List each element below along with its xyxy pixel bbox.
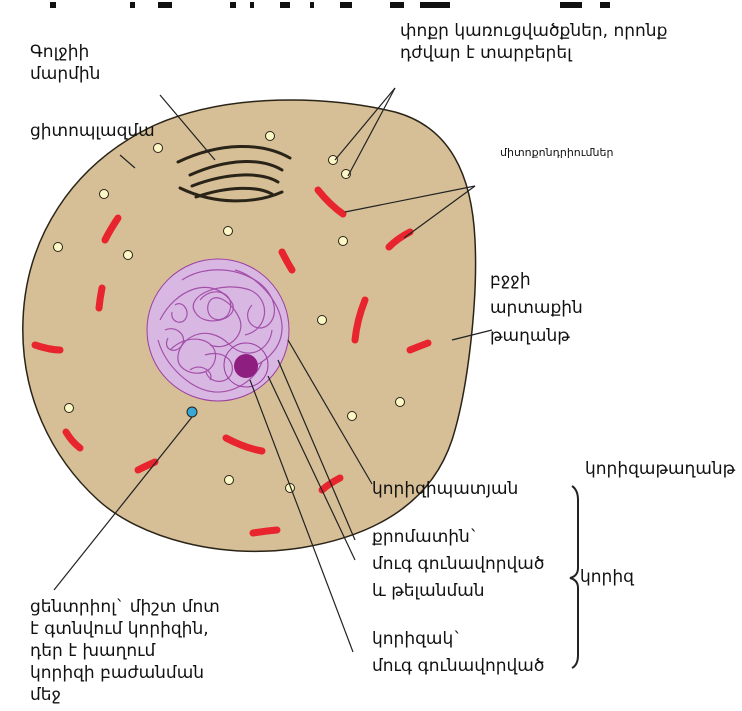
granule: [65, 404, 74, 413]
nucleus-brace: [570, 486, 578, 668]
centriole: [187, 407, 197, 417]
mitochondrion: [99, 288, 102, 308]
label-small-structures: փոքր կառուցվածքներ, որոնք դժվար է տարբեր…: [400, 20, 667, 64]
granule: [225, 476, 234, 485]
mitochondrion: [253, 530, 277, 533]
granule: [329, 156, 338, 165]
granule: [348, 412, 357, 421]
label-nucleus: կորիզ: [580, 566, 634, 588]
label-nuclear-wall: կորիզիպատյան: [372, 478, 518, 500]
granule: [266, 132, 275, 141]
granule: [224, 227, 233, 236]
label-nucleolus: կորիզակ` մուգ գունավորված: [372, 626, 544, 680]
granule: [339, 237, 348, 246]
granule: [54, 243, 63, 252]
label-cell-membrane: բջջի արտաքին թաղանթ: [490, 266, 583, 350]
granule: [318, 316, 327, 325]
label-golgi-body: Գոլջիի մարմին: [30, 41, 100, 85]
granule: [154, 144, 163, 153]
granule: [396, 398, 405, 407]
nucleus: [147, 259, 289, 401]
label-cytoplasm: ցիտոպլազմա: [30, 120, 155, 142]
granule: [124, 251, 133, 260]
granule: [100, 190, 109, 199]
label-centriole: ցենտրիոլ` միշտ մոտ է գտնվում կորիզին, դե…: [30, 596, 220, 706]
label-nuclear-membrane: կորիզաթաղանթ: [585, 458, 735, 480]
label-chromatin: քրոմատին` մուգ գունավորված և թելանման: [372, 524, 544, 605]
label-mitochondria: միտոքոնդրիումներ: [500, 146, 613, 160]
